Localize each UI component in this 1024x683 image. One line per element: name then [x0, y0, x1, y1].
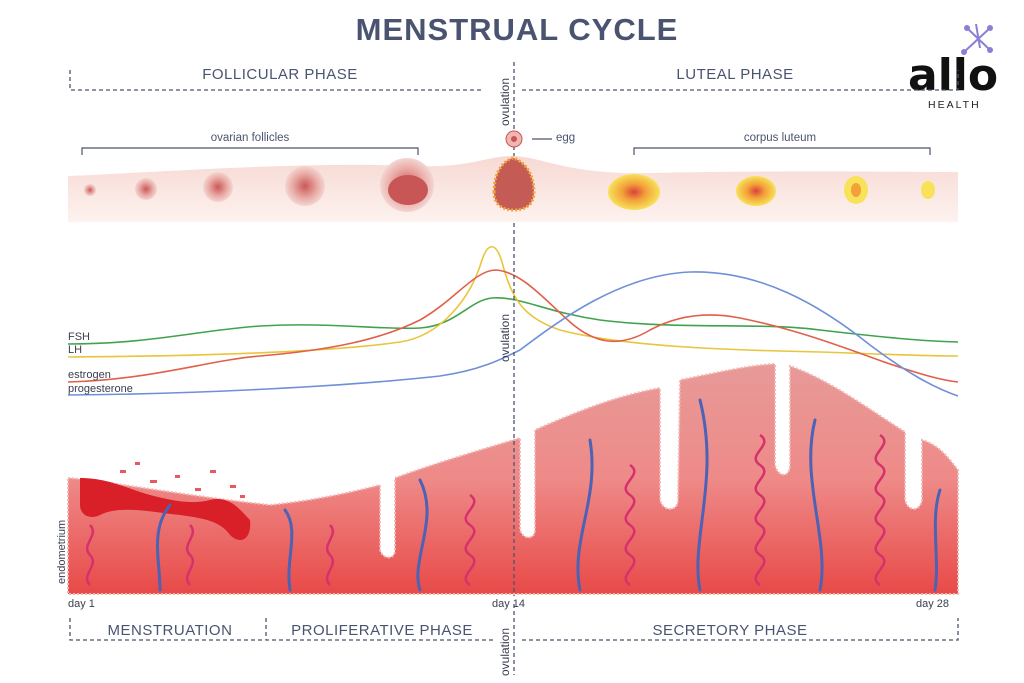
endometrium [67, 362, 959, 595]
fsh-label: FSH [68, 331, 90, 343]
ovarian-follicles-label: ovarian follicles [210, 132, 290, 144]
logo-sub-text: HEALTH [928, 99, 981, 111]
blood-vessels [156, 398, 942, 592]
egg-label: egg [556, 132, 576, 144]
endometrium-label: endometrium [56, 519, 68, 584]
secretory-phase-label: SECRETORY PHASE [652, 622, 808, 639]
diagram-title: MENSTRUAL CYCLE [355, 12, 679, 47]
follicles-bracket [81, 138, 931, 155]
estrogen-label: estrogen [68, 369, 111, 381]
bottom-phase-brackets [69, 604, 959, 675]
corpus-luteum [608, 174, 935, 210]
ovulation-bottom-label: ovulation [498, 627, 512, 676]
corpus-luteum-label: corpus luteum [743, 132, 817, 144]
follicular-phase-label: FOLLICULAR PHASE [202, 66, 358, 83]
day-14-label: day 14 [492, 598, 526, 610]
lh-curve [67, 245, 959, 358]
estrogen-curve [67, 269, 959, 383]
menstruation-label: MENSTRUATION [107, 622, 233, 639]
fsh-curve [67, 297, 959, 345]
day-1-label: day 1 [68, 598, 95, 610]
ovulation-top-label: ovulation [498, 77, 512, 126]
progesterone-label: progesterone [68, 383, 133, 395]
luteal-phase-label: LUTEAL PHASE [676, 66, 794, 83]
spiral-arteries [85, 433, 886, 587]
progesterone-curve [67, 271, 959, 397]
logo-brand-text: allo [908, 50, 999, 101]
proliferative-phase-label: PROLIFERATIVE PHASE [291, 622, 473, 639]
lh-label: LH [68, 344, 83, 356]
hormone-curves [67, 245, 959, 397]
ovulation-middle-label: ovulation [498, 313, 512, 362]
ovarian-follicles [84, 130, 536, 212]
day-28-label: day 28 [916, 598, 950, 610]
